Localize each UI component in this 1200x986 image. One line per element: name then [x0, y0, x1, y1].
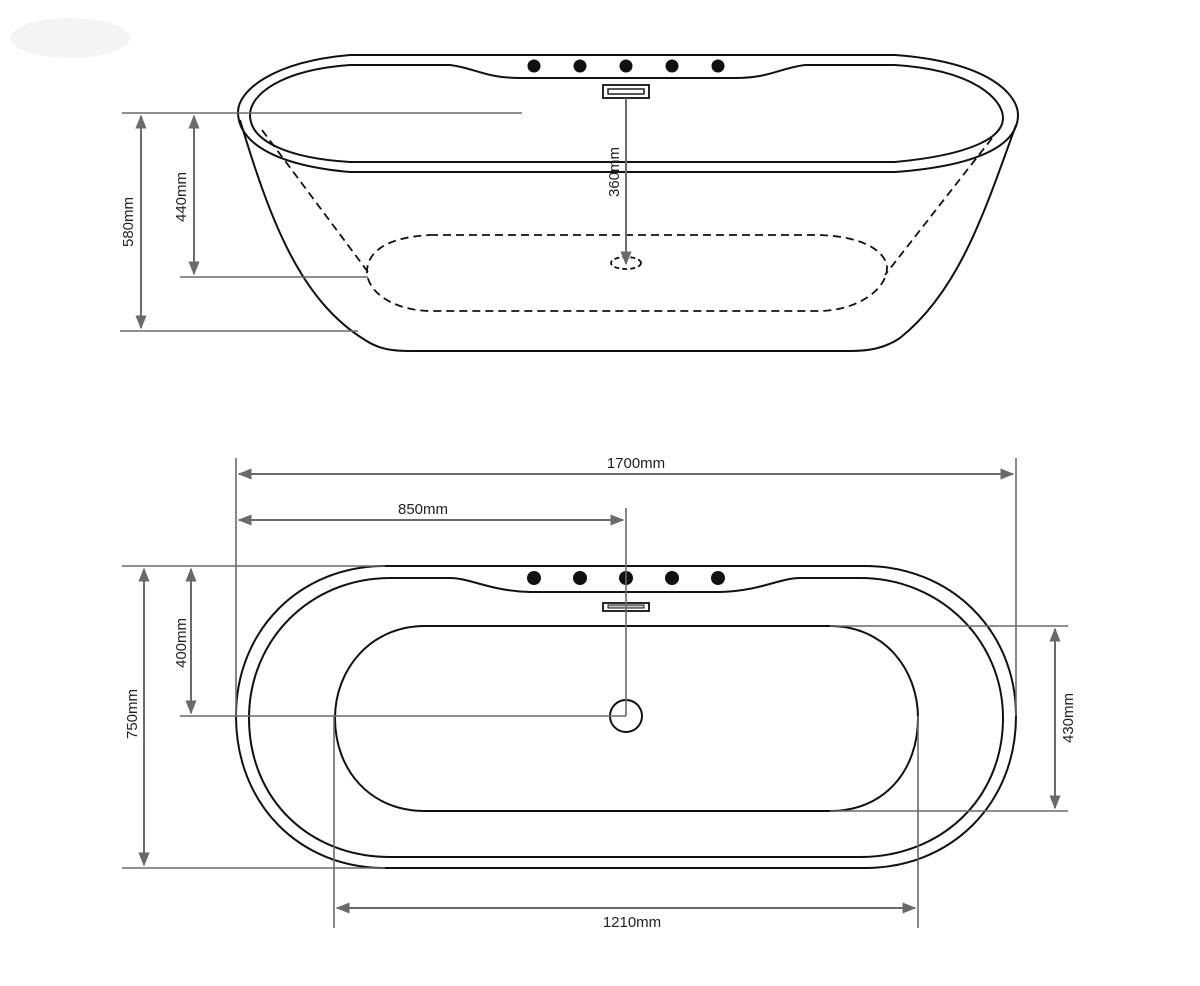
jet-hole-icon — [573, 59, 587, 73]
dim-label-400: 400mm — [173, 618, 190, 668]
jet-hole-icon — [665, 59, 679, 73]
top-jet-holes — [527, 571, 725, 585]
dim-label-580: 580mm — [120, 197, 137, 247]
dim-label-850: 850mm — [398, 501, 448, 518]
dim-label-750: 750mm — [124, 689, 141, 739]
jet-hole-icon — [527, 571, 541, 585]
side-interior-wall-right — [884, 127, 1001, 276]
top-rim-inner — [247, 577, 1005, 858]
jet-hole-icon — [711, 59, 725, 73]
jet-hole-icon — [619, 59, 633, 73]
side-overflow — [602, 84, 650, 99]
jet-hole-icon — [527, 59, 541, 73]
side-view: 580mm 440mm 360mm — [120, 54, 1020, 352]
dim-label-440: 440mm — [173, 172, 190, 222]
dim-label-1700: 1700mm — [607, 455, 665, 472]
jet-hole-icon — [665, 571, 679, 585]
background-smudge — [10, 18, 130, 58]
top-view: 1700mm 850mm 750mm 400mm 430mm 1210mm — [122, 455, 1077, 931]
side-jet-holes — [527, 59, 725, 73]
jet-hole-icon — [711, 571, 725, 585]
side-basin-floor — [366, 234, 888, 312]
dim-label-360: 360mm — [606, 147, 623, 197]
side-rim-outer — [236, 54, 1020, 173]
dim-label-1210: 1210mm — [603, 914, 661, 931]
side-interior-wall-left — [261, 129, 369, 273]
top-rim-outer — [234, 565, 1018, 869]
dim-label-430: 430mm — [1060, 693, 1077, 743]
side-body — [239, 119, 1017, 352]
side-rim-inner — [248, 64, 1005, 163]
jet-hole-icon — [573, 571, 587, 585]
